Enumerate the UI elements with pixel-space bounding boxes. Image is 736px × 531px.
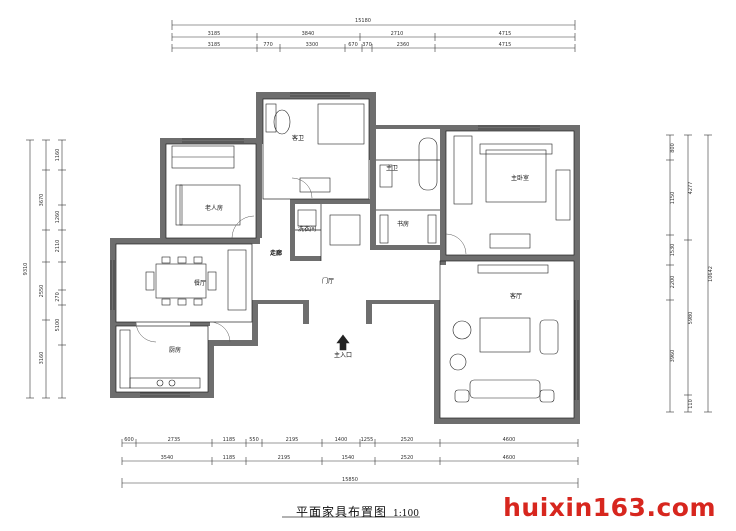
top-dim-1-1: 3185 (208, 31, 221, 37)
bottom-dim-1-2: 2735 (168, 437, 181, 443)
bottom-dim-total: 15850 (342, 477, 358, 483)
left-dim-6: 270 (55, 292, 61, 302)
right-dim-b: 5980 (688, 312, 694, 325)
right-dim-a: 4277 (688, 182, 694, 195)
room-foyer: 门厅 (322, 277, 334, 285)
left-dim-1: 1160 (55, 149, 61, 162)
top-dimensions (171, 20, 576, 52)
bottom-dim-1-1: 600 (124, 437, 134, 443)
bottom-dim-2-1: 3540 (161, 455, 174, 461)
bottom-dimensions (121, 439, 579, 488)
right-dim-e: 1150 (670, 192, 676, 205)
left-dim-total: 9310 (23, 263, 29, 276)
room-laundry: 洗衣间 (298, 225, 316, 233)
top-dim-1-3: 2710 (391, 31, 404, 37)
drawing-title-text: 平面家具布置图 (296, 505, 388, 519)
bottom-dim-1-3: 1185 (223, 437, 236, 443)
bottom-dim-1-4: 550 (249, 437, 259, 443)
right-dim-h: 3960 (670, 350, 676, 363)
left-dim-7: 5100 (55, 319, 61, 332)
right-dim-d: 800 (670, 143, 676, 153)
bottom-dim-2-3: 2195 (278, 455, 291, 461)
room-secondary-bath: 客卫 (292, 134, 304, 142)
bottom-dim-2-2: 1185 (223, 455, 236, 461)
top-dim-2-6: 2360 (397, 42, 410, 48)
drawing-title: 平面家具布置图 1:100 (296, 503, 419, 520)
right-dim-g: 2200 (670, 276, 676, 289)
right-dim-c: 110 (688, 399, 694, 409)
interior-lines (115, 98, 575, 419)
walls (110, 92, 580, 424)
left-dim-3: 1260 (55, 211, 61, 224)
room-corridor: 走廊 (270, 249, 282, 257)
room-master-bedroom: 主卧室 (511, 174, 529, 182)
left-dim-8: 3160 (39, 352, 45, 365)
bottom-dim-2-4: 1540 (342, 455, 355, 461)
right-dim-total: 10642 (708, 266, 714, 282)
bottom-dim-2-6: 4600 (503, 455, 516, 461)
top-dim-2-3: 3300 (306, 42, 319, 48)
drawing-scale: 1:100 (393, 509, 419, 519)
top-dim-2-2: 770 (263, 42, 273, 48)
watermark: huixin163.com (503, 493, 716, 522)
left-dim-4: 2110 (55, 240, 61, 253)
bottom-dim-1-7: 1255 (361, 437, 374, 443)
top-dim-2-4: 670 (348, 42, 358, 48)
bottom-dim-1-5: 2195 (286, 437, 299, 443)
furniture (119, 103, 571, 403)
room-dining: 餐厅 (194, 279, 206, 287)
left-dim-5: 2550 (39, 285, 45, 298)
bottom-dim-1-6: 1400 (335, 437, 348, 443)
bottom-dim-2-5: 2520 (401, 455, 414, 461)
right-dim-f: 1530 (670, 244, 676, 257)
bottom-dim-1-9: 4600 (503, 437, 516, 443)
room-main-bath: 主卫 (386, 164, 398, 172)
right-dimensions (666, 134, 712, 413)
windows (110, 92, 579, 400)
top-dim-2-7: 4715 (499, 42, 512, 48)
left-dimensions (26, 139, 66, 399)
room-living: 客厅 (510, 292, 522, 300)
top-dim-1-2: 3840 (302, 31, 315, 37)
room-entrance: 主入口 (334, 351, 352, 359)
room-kitchen: 厨房 (169, 346, 181, 354)
room-bedroom-left: 老人房 (205, 204, 223, 212)
top-dim-1-4: 4715 (499, 31, 512, 37)
bottom-dim-1-8: 2520 (401, 437, 414, 443)
top-dim-2-5: 370 (362, 42, 372, 48)
door-swings (135, 177, 467, 343)
room-study: 书房 (397, 220, 409, 228)
top-dim-total: 15180 (355, 18, 371, 24)
left-dim-2: 3670 (39, 194, 45, 207)
top-dim-2-1: 3185 (208, 42, 221, 48)
